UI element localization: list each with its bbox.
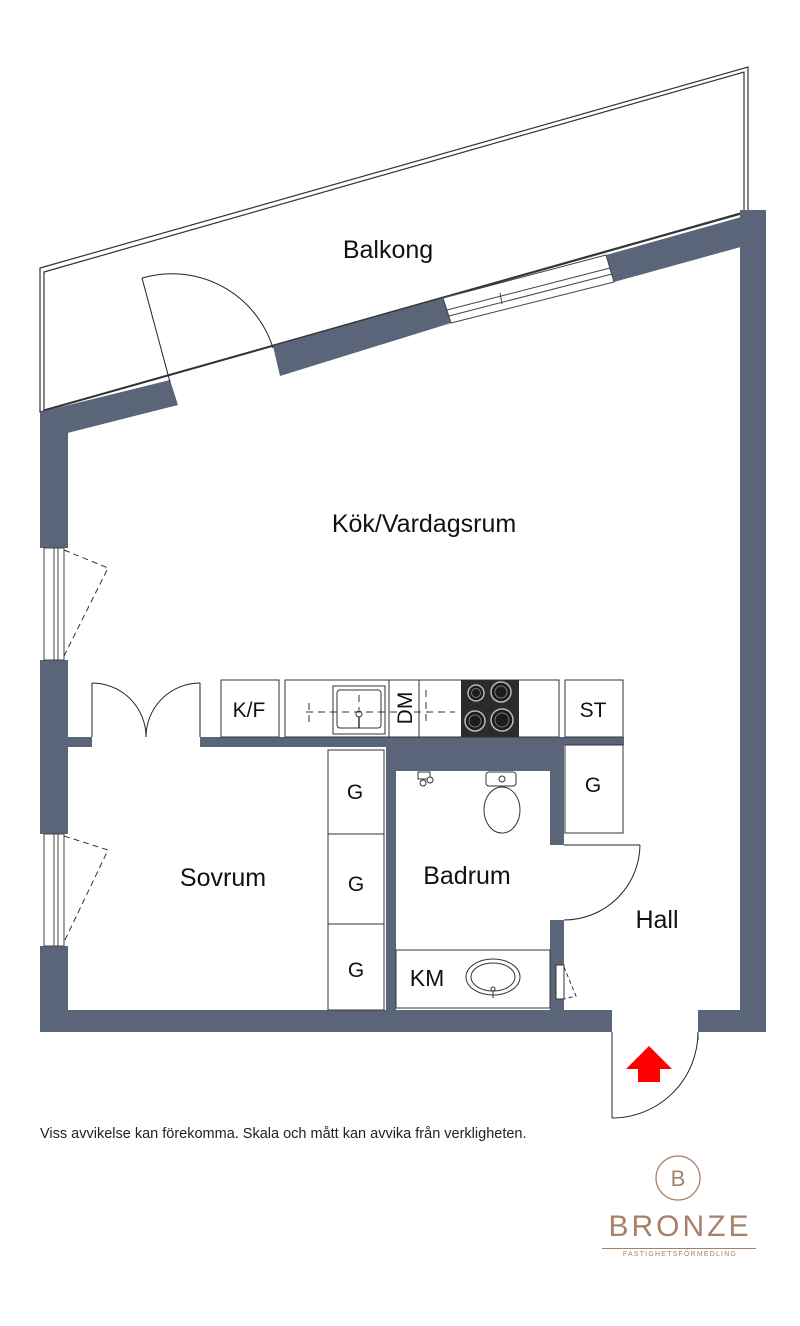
doors [91,273,699,1119]
balcony [39,66,749,413]
partition-bedroom-bath [386,771,396,1010]
east-wall [740,210,766,1032]
north-wall-east [606,210,766,282]
south-wall-west [40,1010,612,1032]
partition-storage [564,737,624,745]
dishwasher [388,679,420,738]
counter-guide [306,690,455,722]
brand-logo: B BRONZE FASTIGHETSFÖRMEDLING [598,1152,762,1272]
room-label-balcony: Balkong [343,236,433,264]
wardrobe-hall [564,744,624,834]
partition-bedroom-kitchen [200,737,564,747]
label-wardrobe-1: G [347,781,363,804]
label-storage: ST [580,699,607,722]
shower-tap-icon [417,771,431,780]
bronze-b-monogram-icon: B [655,1155,701,1201]
partition-bath-east-upper [550,747,564,845]
storage-cabinet [564,679,624,738]
west-wall-mid [40,660,68,834]
north-wall-west [40,380,178,440]
hall-meter [555,964,577,1000]
bathroom-fixtures [395,771,551,1009]
window-swings [63,549,109,943]
windows [43,254,615,947]
partition-bath-north [386,747,564,771]
room-label-bedroom: Sovrum [180,864,266,892]
kitchen-counter [220,679,624,834]
brand-monogram: B [671,1166,686,1191]
partition-bedroom-west [68,737,92,747]
disclaimer-text: Viss avvikelse kan förekomma. Skala och … [40,1126,527,1142]
room-label-hall: Hall [635,906,678,934]
label-wardrobe-hall: G [585,774,601,797]
wardrobe-1 [327,749,385,835]
toilet-bowl-icon [483,786,521,834]
up-arrow-icon [626,1046,672,1082]
label-dishwasher: DM [394,692,417,725]
label-washing-machine: KM [410,965,445,991]
north-wall-middle [273,298,451,376]
brand-subtitle: FASTIGHETSFÖRMEDLING [622,1251,738,1258]
fridge-freezer [220,679,280,738]
brand-divider [602,1248,756,1249]
label-wardrobe-3: G [348,959,364,982]
room-label-bathroom: Badrum [423,862,511,890]
brand-name: BRONZE [608,1210,752,1243]
stove-icon [461,680,519,737]
south-wall-east [698,1010,766,1032]
west-wall-top [40,412,68,548]
walls [40,210,766,1032]
label-wardrobe-2: G [348,873,364,896]
room-label-kitchen-living: Kök/Vardagsrum [332,510,516,538]
wardrobe-3 [327,923,385,1011]
label-fridge-freezer: K/F [233,699,266,722]
bedroom-wardrobes [327,749,385,1011]
